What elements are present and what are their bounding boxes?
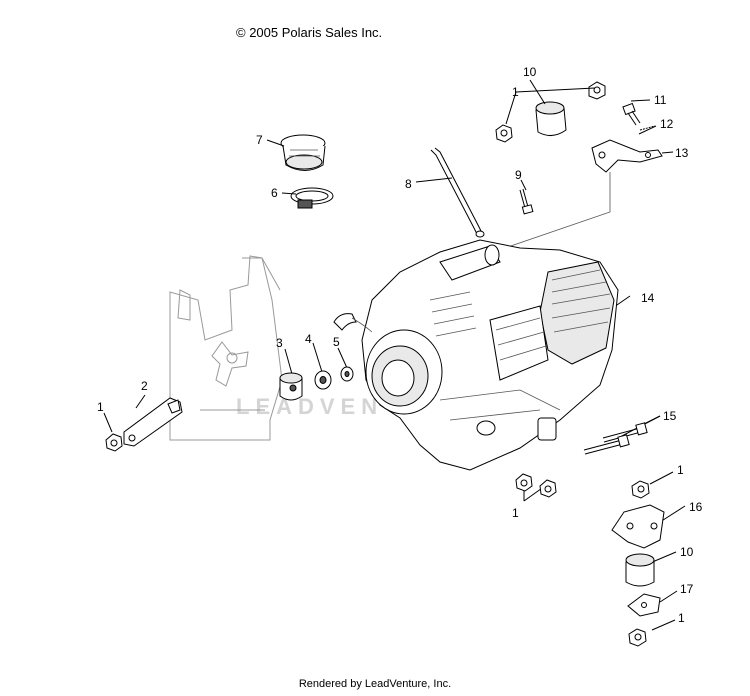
callout-3: 3 bbox=[276, 336, 283, 350]
callout-15: 15 bbox=[663, 409, 677, 423]
frame-outline bbox=[169, 255, 283, 441]
callout-1-left: 1 bbox=[97, 400, 104, 414]
part-8-rod bbox=[430, 147, 485, 238]
callout-8: 8 bbox=[405, 177, 412, 191]
callout-1-right: 1 bbox=[677, 463, 684, 477]
callout-6: 6 bbox=[271, 186, 278, 200]
footer-credit: Rendered by LeadVenture, Inc. bbox=[298, 678, 452, 690]
callout-13: 13 bbox=[675, 146, 689, 160]
part-10-bottom-mount bbox=[625, 553, 655, 587]
part-15-bolts bbox=[583, 422, 648, 455]
part-4-washer bbox=[314, 370, 332, 390]
part-17-plate bbox=[627, 593, 661, 617]
callout-10-top: 10 bbox=[523, 65, 537, 79]
callout-14: 14 bbox=[641, 291, 655, 305]
part-1-right-nut bbox=[631, 480, 650, 499]
part-9-bolt bbox=[519, 188, 534, 215]
part-13-bracket bbox=[591, 139, 663, 173]
part-2-strap bbox=[123, 397, 183, 447]
part-11-bolt bbox=[622, 102, 641, 126]
callout-17: 17 bbox=[680, 582, 694, 596]
callout-2: 2 bbox=[141, 379, 148, 393]
part-1-bottom-nut bbox=[628, 628, 647, 647]
callout-5: 5 bbox=[333, 335, 340, 349]
part-1-top-nuts bbox=[495, 81, 606, 143]
part-7-intake-boot bbox=[280, 134, 326, 171]
part-14-engine bbox=[333, 239, 619, 471]
part-3-spacer bbox=[279, 372, 303, 401]
copyright-text: © 2005 Polaris Sales Inc. bbox=[236, 25, 383, 40]
callout-7: 7 bbox=[256, 133, 263, 147]
callout-10-bottom: 10 bbox=[680, 545, 694, 559]
part-12-washer bbox=[639, 125, 656, 131]
part-1-middle-nuts bbox=[515, 473, 557, 498]
callout-11: 11 bbox=[654, 93, 667, 107]
callout-1-top: 1 bbox=[512, 85, 519, 99]
watermark: LEADVEN bbox=[236, 394, 384, 419]
callout-1-bottom: 1 bbox=[678, 611, 685, 625]
callout-12: 12 bbox=[660, 117, 674, 131]
part-6-clamp bbox=[290, 187, 334, 209]
part-1-left-nut bbox=[105, 433, 123, 452]
part-16-bracket bbox=[611, 504, 665, 549]
callout-1-middle: 1 bbox=[512, 506, 519, 520]
callout-16: 16 bbox=[689, 500, 703, 514]
callout-4: 4 bbox=[305, 332, 312, 346]
part-5-washer bbox=[340, 366, 354, 382]
part-10-top-mount bbox=[535, 101, 567, 136]
callout-9: 9 bbox=[515, 168, 522, 182]
